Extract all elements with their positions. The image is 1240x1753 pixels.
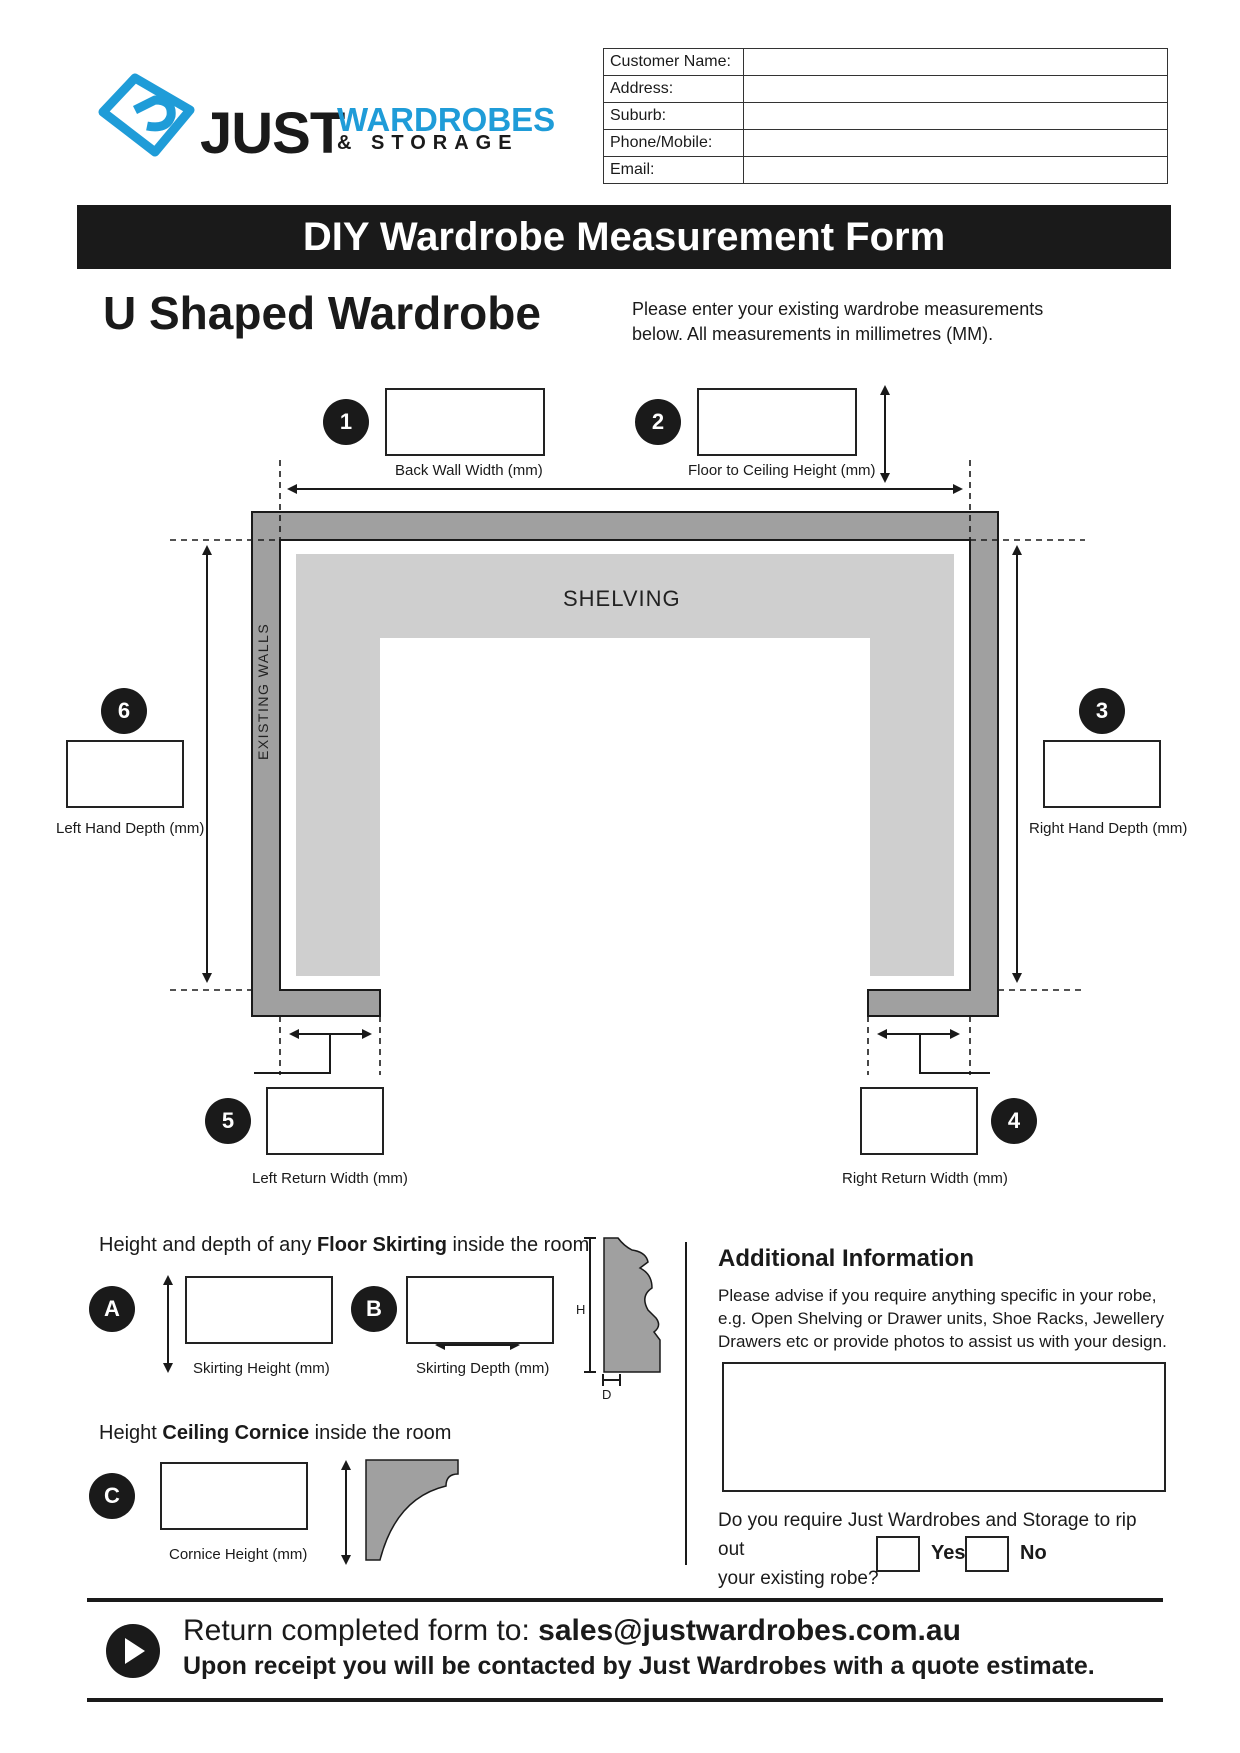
badge-2: 2 bbox=[635, 399, 681, 445]
rip-out-question: Do you require Just Wardrobes and Storag… bbox=[718, 1506, 1138, 1593]
additional-info-textarea[interactable] bbox=[724, 1364, 1168, 1494]
additional-info-text: Please advise if you require anything sp… bbox=[718, 1286, 1167, 1351]
existing-walls-label: EXISTING WALLS bbox=[255, 622, 271, 760]
customer-row: Suburb: bbox=[603, 102, 1168, 130]
footer-contact-line: Upon receipt you will be contacted by Ju… bbox=[183, 1652, 1095, 1680]
customer-row: Address: bbox=[603, 75, 1168, 103]
badge-6: 6 bbox=[101, 688, 147, 734]
floor-to-ceiling-input[interactable] bbox=[699, 390, 859, 456]
skirting-depth-input[interactable] bbox=[408, 1278, 556, 1344]
suburb-input[interactable] bbox=[750, 103, 1165, 129]
customer-row: Customer Name: bbox=[603, 48, 1168, 76]
right-hand-depth-caption: Right Hand Depth (mm) bbox=[1029, 820, 1188, 837]
right-hand-depth-field[interactable] bbox=[1043, 740, 1163, 808]
rip-out-yes-checkbox[interactable] bbox=[876, 1536, 920, 1572]
right-return-width-caption: Right Return Width (mm) bbox=[842, 1170, 1008, 1187]
email-input[interactable] bbox=[750, 157, 1165, 183]
right-return-width-field[interactable] bbox=[860, 1087, 980, 1155]
rip-out-no-checkbox[interactable] bbox=[965, 1536, 1009, 1572]
footer-return-text: Return completed form to: bbox=[183, 1614, 539, 1647]
profile-d-label: D bbox=[602, 1387, 612, 1402]
skirting-height-input[interactable] bbox=[187, 1278, 335, 1344]
email-cell[interactable] bbox=[743, 156, 1168, 184]
cornice-height-field[interactable] bbox=[160, 1462, 310, 1530]
phone-cell[interactable] bbox=[743, 129, 1168, 157]
profile-h-label: H bbox=[576, 1302, 586, 1317]
back-wall-width-input[interactable] bbox=[387, 390, 547, 456]
logo-mark-icon bbox=[98, 73, 195, 157]
cornice-heading-post: inside the room bbox=[309, 1422, 452, 1444]
rip-out-yes-label: Yes bbox=[931, 1542, 966, 1564]
intro-line-1: Please enter your existing wardrobe meas… bbox=[632, 299, 1044, 319]
address-input[interactable] bbox=[750, 76, 1165, 102]
back-wall-width-field[interactable] bbox=[385, 388, 547, 456]
rip-out-no-label: No bbox=[1020, 1542, 1047, 1564]
badge-5: 5 bbox=[205, 1098, 251, 1144]
right-return-leader bbox=[919, 1034, 990, 1074]
logo-storage-text: & STORAGE bbox=[337, 132, 519, 154]
wardrobe-type-heading: U Shaped Wardrobe bbox=[103, 287, 541, 339]
shelving-label: SHELVING bbox=[563, 586, 681, 611]
cornice-heading-bold: Ceiling Cornice bbox=[162, 1422, 310, 1444]
rip-out-question-line-1: Do you require Just Wardrobes and Storag… bbox=[718, 1510, 1137, 1560]
skirting-height-caption: Skirting Height (mm) bbox=[193, 1360, 330, 1377]
left-return-leader bbox=[254, 1034, 331, 1074]
footer-return-line: Return completed form to: sales@justward… bbox=[183, 1614, 961, 1648]
right-hand-depth-input[interactable] bbox=[1045, 742, 1163, 808]
skirting-depth-field[interactable] bbox=[406, 1276, 556, 1344]
email-label: Email: bbox=[603, 156, 744, 184]
left-return-width-caption: Left Return Width (mm) bbox=[252, 1170, 408, 1187]
skirting-height-field[interactable] bbox=[185, 1276, 335, 1344]
form-title-bar: DIY Wardrobe Measurement Form bbox=[77, 205, 1171, 269]
skirting-profile-icon bbox=[603, 1237, 661, 1373]
skirting-heading-post: inside the room bbox=[446, 1234, 590, 1256]
right-return-width-input[interactable] bbox=[862, 1089, 980, 1155]
logo-wardrobes-text: WARDROBES bbox=[337, 101, 556, 138]
suburb-label: Suburb: bbox=[603, 102, 744, 130]
phone-input[interactable] bbox=[750, 130, 1165, 156]
left-return-width-field[interactable] bbox=[266, 1087, 386, 1155]
floor-to-ceiling-caption: Floor to Ceiling Height (mm) bbox=[688, 462, 876, 479]
badge-c: C bbox=[89, 1473, 135, 1519]
footer-email-link[interactable]: sales@justwardrobes.com.au bbox=[538, 1614, 961, 1647]
additional-info-field[interactable] bbox=[722, 1362, 1168, 1494]
left-return-width-input[interactable] bbox=[268, 1089, 386, 1155]
cornice-heading: Height Ceiling Cornice inside the room bbox=[99, 1422, 451, 1445]
address-label: Address: bbox=[603, 75, 744, 103]
badge-3: 3 bbox=[1079, 688, 1125, 734]
intro-line-2: below. All measurements in millimetres (… bbox=[632, 324, 994, 344]
shelving-shape bbox=[296, 554, 954, 976]
rip-out-question-line-2: your existing robe? bbox=[718, 1568, 879, 1589]
cornice-height-caption: Cornice Height (mm) bbox=[169, 1546, 308, 1563]
badge-1: 1 bbox=[323, 399, 369, 445]
customer-row: Email: bbox=[603, 156, 1168, 184]
logo-just-text: JUST bbox=[200, 101, 345, 166]
address-cell[interactable] bbox=[743, 75, 1168, 103]
skirting-heading-bold: Floor Skirting bbox=[316, 1234, 447, 1256]
additional-info-title: Additional Information bbox=[718, 1245, 974, 1272]
customer-name-label: Customer Name: bbox=[603, 48, 744, 76]
badge-a: A bbox=[89, 1286, 135, 1332]
skirting-heading: Height and depth of any Floor Skirting i… bbox=[99, 1234, 589, 1257]
play-icon-triangle bbox=[125, 1638, 145, 1664]
suburb-cell[interactable] bbox=[743, 102, 1168, 130]
skirting-heading-pre: Height and depth of any bbox=[99, 1234, 317, 1256]
left-hand-depth-caption: Left Hand Depth (mm) bbox=[56, 820, 205, 837]
left-hand-depth-field[interactable] bbox=[66, 740, 186, 808]
customer-name-input[interactable] bbox=[750, 49, 1165, 75]
cornice-height-input[interactable] bbox=[162, 1464, 310, 1530]
floor-to-ceiling-field[interactable] bbox=[697, 388, 859, 456]
customer-details-table: Customer Name: Address: Suburb: Phone/Mo… bbox=[603, 48, 1168, 184]
badge-b: B bbox=[351, 1286, 397, 1332]
cornice-profile-icon bbox=[365, 1459, 459, 1561]
intro-text: Please enter your existing wardrobe meas… bbox=[632, 297, 1072, 347]
skirting-depth-caption: Skirting Depth (mm) bbox=[416, 1360, 550, 1377]
badge-4: 4 bbox=[991, 1098, 1037, 1144]
back-wall-width-caption: Back Wall Width (mm) bbox=[395, 462, 543, 479]
left-hand-depth-input[interactable] bbox=[68, 742, 186, 808]
cornice-heading-pre: Height bbox=[99, 1422, 163, 1444]
